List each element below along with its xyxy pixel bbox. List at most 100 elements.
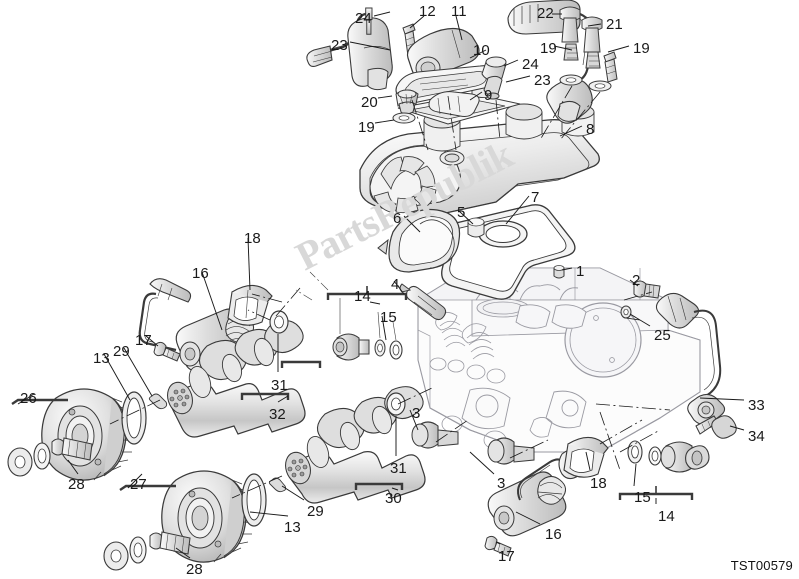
callout-13-b: 13 — [284, 519, 301, 536]
washer-19-a — [559, 74, 583, 86]
spacer-13-a-ring — [121, 391, 147, 445]
stud-1 — [553, 265, 565, 279]
callout-18-b: 18 — [590, 475, 607, 492]
grommet-5 — [467, 217, 485, 238]
oring-31-a — [269, 310, 289, 334]
bolt-34 — [695, 415, 737, 439]
clip-9 — [428, 91, 480, 117]
washer-26-a — [7, 447, 33, 477]
callout-leader-lines — [17, 11, 745, 559]
washer-15-c — [627, 440, 643, 464]
washer-27-a — [103, 541, 129, 571]
callout-6: 6 — [393, 210, 402, 227]
sensor-cable-33 — [655, 292, 726, 426]
top-fasteners-and-sensors — [306, 0, 618, 124]
callout-9: 9 — [484, 87, 493, 104]
coil-left — [306, 12, 393, 91]
spring-16-b — [537, 476, 566, 505]
callout-24: 24 — [355, 10, 372, 27]
cam-lobes-lower — [316, 386, 424, 449]
plug-24-b — [481, 56, 507, 100]
washer-26-b — [33, 442, 51, 470]
oring-31-b — [386, 392, 406, 416]
callout-15-b: 15 — [634, 489, 651, 506]
gasket-part-6-lobe — [377, 208, 461, 273]
tensioner-kit-14-upper — [295, 271, 408, 361]
callout-33: 33 — [748, 397, 765, 414]
callout-26: 26 — [20, 390, 37, 407]
bolt-21 — [581, 16, 603, 69]
callout-31-b: 31 — [390, 460, 407, 477]
callout-32: 32 — [269, 406, 286, 423]
right-side-hardware — [411, 280, 737, 557]
washer-19-c — [392, 112, 416, 124]
callout-14-b: 14 — [658, 508, 675, 525]
callout-3-a: 3 — [412, 405, 421, 422]
tappet-3-a — [411, 421, 459, 449]
timing-pulley-lower — [103, 470, 267, 571]
washer-27-b — [129, 536, 147, 564]
bolt-22 — [559, 6, 581, 61]
tensioner-body-14-b — [660, 441, 710, 473]
bolt-28-b — [149, 531, 191, 555]
washer-15-a — [374, 339, 386, 357]
callout-8: 8 — [586, 121, 595, 138]
callout-19-b: 19 — [633, 40, 650, 57]
coil-right-23 — [546, 51, 618, 124]
callout-13-a: 13 — [93, 350, 110, 367]
callout-25: 25 — [654, 327, 671, 344]
callout-1: 1 — [576, 263, 585, 280]
callout-23-b: 23 — [534, 72, 551, 89]
seal-ring-7 — [478, 220, 528, 248]
callout-31-a: 31 — [271, 377, 288, 394]
bolt-2 — [633, 280, 661, 299]
callout-15-a: 15 — [380, 309, 397, 326]
callout-21: 21 — [606, 16, 623, 33]
tappet-3-b — [487, 437, 535, 465]
callout-27: 27 — [130, 476, 147, 493]
callout-29-b: 29 — [307, 503, 324, 520]
callout-3-b: 3 — [497, 475, 506, 492]
callout-19-c: 19 — [358, 119, 375, 136]
washer-25 — [620, 305, 632, 319]
callout-28-a: 28 — [68, 476, 85, 493]
callout-16-a: 16 — [192, 265, 209, 282]
callout-30: 30 — [385, 490, 402, 507]
cam-end-spline-lower — [285, 451, 311, 485]
tensioner-body-15 — [332, 333, 370, 361]
callout-17-a: 17 — [135, 332, 152, 349]
cam-journals-lower — [306, 405, 393, 468]
callout-2: 2 — [632, 272, 641, 289]
cam-bearing-cap-18-a — [227, 284, 273, 326]
callout-19-a: 19 — [540, 40, 557, 57]
alignment-axis-lines — [109, 85, 671, 499]
timing-pulley-upper — [7, 388, 147, 481]
bolt-17-a — [153, 341, 181, 362]
callout-11: 11 — [451, 3, 467, 20]
camshaft-assembly-upper — [138, 278, 322, 438]
callout-14-a: 14 — [354, 288, 371, 305]
bolt-28-a — [51, 437, 93, 461]
callout-10: 10 — [473, 42, 490, 59]
callout-29-a: 29 — [113, 343, 130, 360]
callout-4: 4 — [391, 276, 400, 293]
callout-22: 22 — [537, 5, 554, 22]
callout-12: 12 — [419, 3, 436, 20]
key-29-b — [268, 477, 287, 493]
washer-19-b — [588, 80, 612, 92]
bolt-17-b — [484, 535, 512, 557]
cam-journals-upper — [188, 337, 275, 398]
callout-20: 20 — [361, 94, 378, 111]
cam-bearing-cap-18-b — [563, 436, 609, 478]
oring-15-b — [389, 340, 403, 360]
callout-24-b: 24 — [522, 56, 539, 73]
cam-cover-gasket-assembly — [377, 204, 576, 300]
oring-15-d — [648, 446, 662, 466]
callout-7: 7 — [531, 189, 540, 206]
callout-23-a: 23 — [331, 37, 348, 54]
callout-5: 5 — [457, 204, 466, 221]
pulley-13-a — [41, 388, 135, 481]
cam-end-spline-upper — [167, 381, 193, 415]
